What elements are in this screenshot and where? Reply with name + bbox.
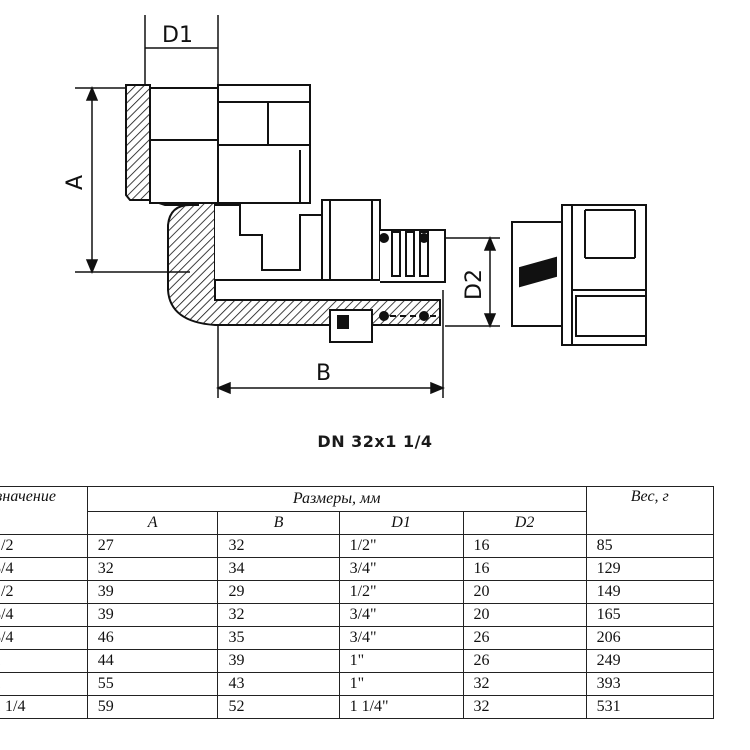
table-cell: 3/4" bbox=[338, 557, 464, 581]
elbow-body bbox=[125, 84, 446, 343]
table-cell: 39 bbox=[217, 649, 340, 673]
table-cell: 249 bbox=[585, 649, 715, 673]
table-cell: 39 bbox=[86, 580, 219, 604]
cell-designation: 26x1 bbox=[0, 649, 88, 673]
table-cell: 32 bbox=[462, 672, 587, 696]
table-cell: 393 bbox=[585, 672, 715, 696]
dim-label-d1: D1 bbox=[162, 23, 193, 48]
header-weight: Вес, г bbox=[585, 486, 715, 535]
fitting-drawing: D1 A B D2 bbox=[63, 15, 647, 398]
table-cell: 34 bbox=[217, 557, 340, 581]
table-cell: 20 bbox=[462, 603, 587, 627]
cell-designation: 20x1/2 bbox=[0, 580, 88, 604]
header-sizes: Размеры, мм bbox=[86, 486, 587, 512]
table-cell: 3/4" bbox=[338, 626, 464, 650]
table-cell: 3/4" bbox=[338, 603, 464, 627]
cell-designation: 32x1 bbox=[0, 672, 88, 696]
table-cell: 59 bbox=[86, 695, 219, 719]
table-cell: 1/2" bbox=[338, 580, 464, 604]
subheader-a: A bbox=[86, 511, 219, 535]
table-cell: 32 bbox=[217, 603, 340, 627]
cell-designation: 16x3/4 bbox=[0, 557, 88, 581]
table-cell: 129 bbox=[585, 557, 715, 581]
subheader-b: B bbox=[217, 511, 340, 535]
table-cell: 85 bbox=[585, 534, 715, 558]
table-cell: 52 bbox=[217, 695, 340, 719]
table-cell: 1" bbox=[338, 672, 464, 696]
table-cell: 531 bbox=[585, 695, 715, 719]
table-cell: 39 bbox=[86, 603, 219, 627]
table-cell: 35 bbox=[217, 626, 340, 650]
table-cell: 27 bbox=[86, 534, 219, 558]
dim-label-b: B bbox=[316, 361, 331, 386]
dim-label-a: A bbox=[63, 175, 88, 190]
compression-nut bbox=[511, 204, 647, 346]
subheader-d1: D1 bbox=[338, 511, 464, 535]
table-cell: 32 bbox=[462, 695, 587, 719]
table-cell: 32 bbox=[86, 557, 219, 581]
table-cell: 1" bbox=[338, 649, 464, 673]
table-cell: 32 bbox=[217, 534, 340, 558]
table-cell: 26 bbox=[462, 626, 587, 650]
table-cell: 165 bbox=[585, 603, 715, 627]
subheader-d2: D2 bbox=[462, 511, 587, 535]
cell-designation: 26x3/4 bbox=[0, 626, 88, 650]
compression-body bbox=[321, 199, 381, 281]
thread-socket bbox=[149, 87, 219, 204]
table-cell: 1 1/4" bbox=[338, 695, 464, 719]
table-cell: 1/2" bbox=[338, 534, 464, 558]
spec-table: Обозначение Размеры, мм Вес, г A B D1 D2… bbox=[0, 486, 715, 719]
table-cell: 44 bbox=[86, 649, 219, 673]
table-body: 16x1/227321/2"168516x3/432343/4"1612920x… bbox=[0, 534, 715, 719]
table-header-row: Обозначение Размеры, мм Вес, г bbox=[0, 486, 715, 535]
table-cell: 46 bbox=[86, 626, 219, 650]
cell-designation: 20x3/4 bbox=[0, 603, 88, 627]
header-designation: Обозначение bbox=[0, 486, 88, 535]
table-cell: 16 bbox=[462, 557, 587, 581]
table-cell: 29 bbox=[217, 580, 340, 604]
table-cell: 206 bbox=[585, 626, 715, 650]
dimension-lines bbox=[75, 15, 500, 398]
table-cell: 16 bbox=[462, 534, 587, 558]
table-cell: 26 bbox=[462, 649, 587, 673]
cell-designation: 32x1 1/4 bbox=[0, 695, 88, 719]
dim-label-d2: D2 bbox=[462, 269, 487, 300]
table-cell: 20 bbox=[462, 580, 587, 604]
table-cell: 149 bbox=[585, 580, 715, 604]
table-cell: 43 bbox=[217, 672, 340, 696]
drawing-caption: DN 32x1 1/4 bbox=[317, 432, 433, 451]
cell-designation: 16x1/2 bbox=[0, 534, 88, 558]
table-cell: 55 bbox=[86, 672, 219, 696]
